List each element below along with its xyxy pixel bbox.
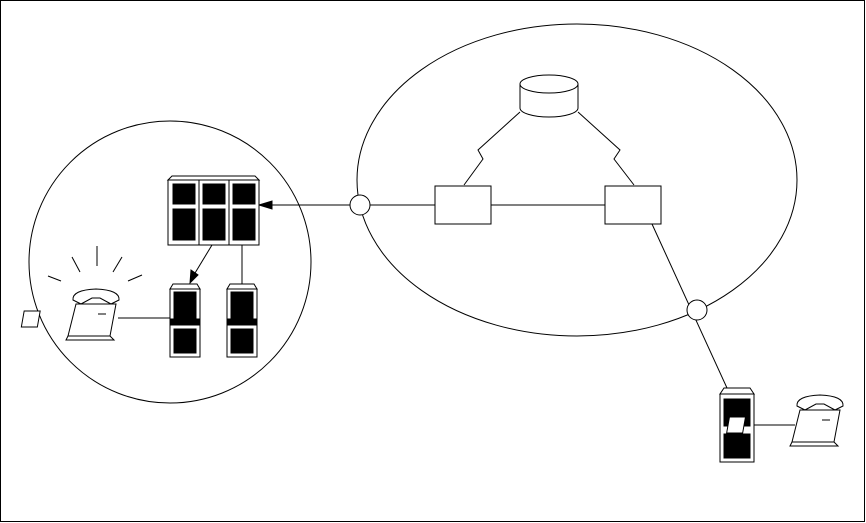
network-node-right bbox=[605, 186, 661, 224]
link-junction-right bbox=[687, 300, 707, 320]
link-junction-left bbox=[350, 195, 370, 215]
triple-server-cabinet-icon bbox=[168, 176, 259, 245]
terminal-cabinet-1 bbox=[170, 284, 200, 357]
network-node-left bbox=[435, 186, 491, 224]
database-cylinder-icon bbox=[520, 75, 578, 117]
terminal-cabinet-2 bbox=[227, 284, 257, 357]
